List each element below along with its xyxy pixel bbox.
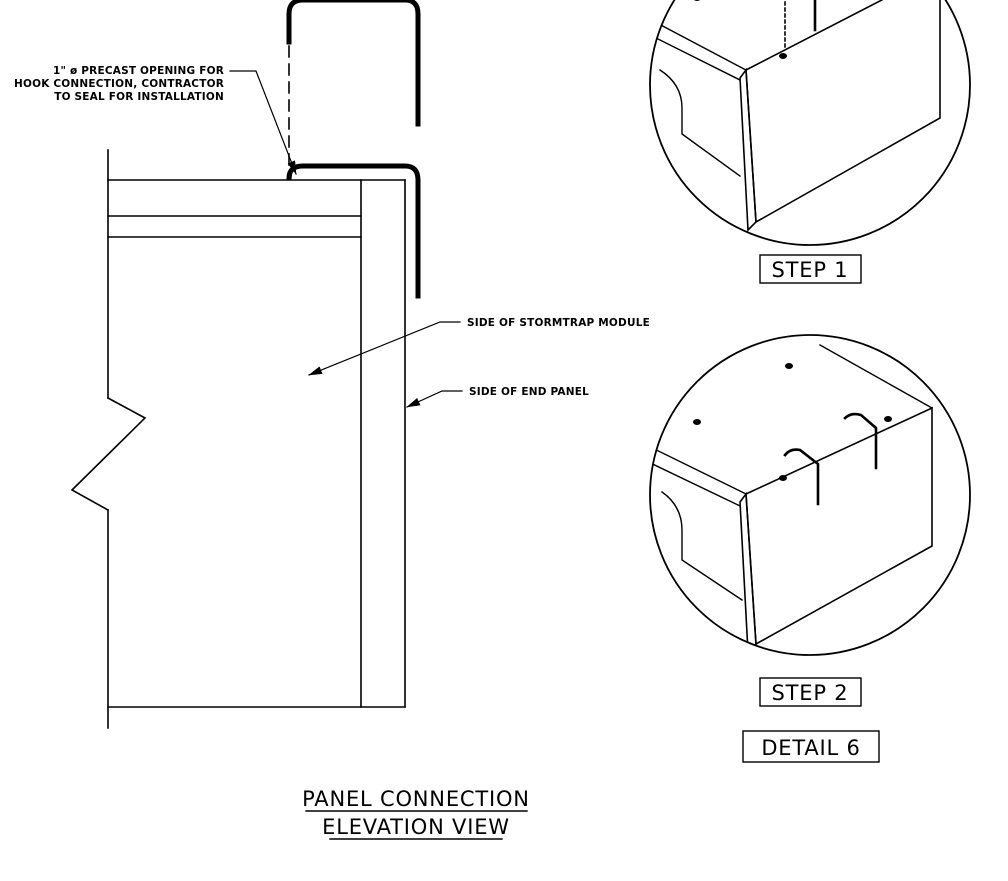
step2-hook-right bbox=[843, 412, 878, 470]
step2-opening-front bbox=[779, 475, 787, 481]
step2-detail-circle bbox=[649, 334, 971, 656]
step1-label: STEP 1 bbox=[772, 258, 849, 282]
detail-label-box bbox=[742, 730, 880, 763]
precast-opening-leader bbox=[229, 70, 297, 175]
step2-label: STEP 2 bbox=[772, 681, 849, 705]
step2-module-top-edge-2 bbox=[650, 457, 741, 507]
step2-opening-right bbox=[884, 416, 892, 422]
break-line bbox=[70, 396, 147, 512]
elevation-title-line-1: PANEL CONNECTION bbox=[302, 787, 530, 811]
step1-opening bbox=[779, 53, 787, 59]
elevation-title-line-2: ELEVATION VIEW bbox=[322, 815, 510, 839]
step1-end-panel-edge bbox=[739, 67, 757, 232]
step2-end-panel-face bbox=[745, 406, 933, 646]
step1-module-top-edge-2 bbox=[650, 29, 741, 81]
detail-label: DETAIL 6 bbox=[761, 736, 860, 760]
step1-detail-circle bbox=[649, 0, 971, 246]
hook-installed bbox=[286, 163, 421, 299]
step2-module-top-edge bbox=[650, 441, 747, 495]
step2-module-back-edge bbox=[819, 344, 933, 409]
stormtrap-module-callout: SIDE OF STORMTRAP MODULE bbox=[467, 317, 650, 329]
precast-opening-callout-line-3: TO SEAL FOR INSTALLATION bbox=[54, 91, 224, 103]
step-2-detail: STEP 2 bbox=[649, 334, 971, 707]
step2-end-panel-edge bbox=[739, 491, 757, 654]
hook-raised bbox=[286, 0, 421, 127]
step1-end-panel-face bbox=[745, 0, 941, 224]
stormtrap-module-leader bbox=[308, 321, 461, 376]
end-panel-callout: SIDE OF END PANEL bbox=[469, 386, 589, 398]
step2-opening-back bbox=[785, 363, 793, 369]
precast-opening-callout-line-1: 1" ø PRECAST OPENING FOR bbox=[53, 65, 224, 77]
step1-opening-2 bbox=[693, 0, 701, 1]
step2-module-cutout bbox=[661, 491, 743, 601]
step1-module-cutout bbox=[659, 69, 741, 177]
precast-opening-callout-line-2: HOOK CONNECTION, CONTRACTOR bbox=[14, 78, 224, 90]
step1-label-box bbox=[759, 254, 862, 284]
step2-opening-left bbox=[693, 419, 701, 425]
step2-label-box bbox=[759, 677, 862, 707]
elevation-view: 1" ø PRECAST OPENING FOR HOOK CONNECTION… bbox=[14, 0, 650, 840]
end-panel-leader bbox=[406, 390, 463, 408]
step2-hook-left bbox=[783, 448, 820, 506]
step-1-detail: STEP 1 bbox=[649, 0, 971, 284]
